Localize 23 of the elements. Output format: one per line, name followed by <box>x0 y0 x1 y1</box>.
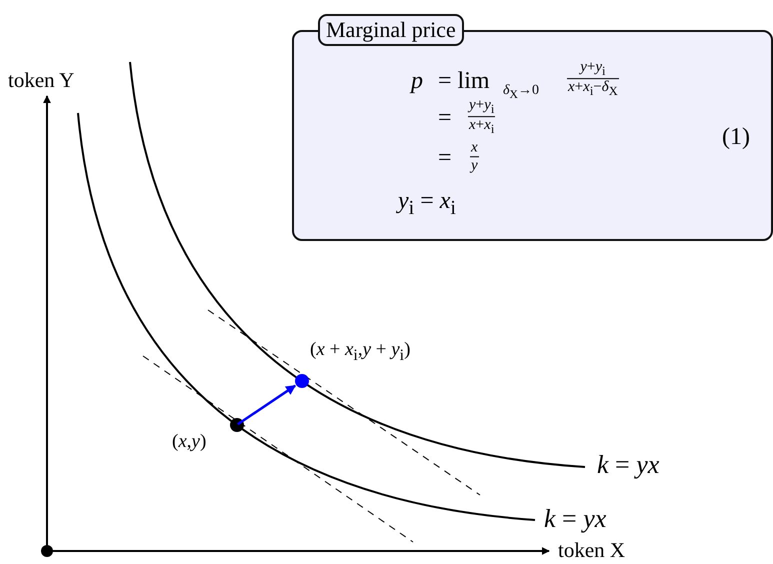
curve-label: k = yx <box>544 506 606 532</box>
point-marker <box>294 374 309 388</box>
formula-text: = lim <box>438 69 490 93</box>
point-marker <box>230 418 244 432</box>
formula-text: p <box>411 69 423 93</box>
formula-text: = <box>438 106 452 130</box>
formula-text: = <box>438 146 452 170</box>
point-label: (x,y) <box>172 432 206 451</box>
axis-label: token Y <box>8 70 74 91</box>
fraction-denominator: x+x$_{i}$ <box>468 118 496 137</box>
curve-label: k = yx <box>597 452 660 478</box>
panel-heading: Marginal price <box>318 14 464 46</box>
fraction-numerator: x <box>470 139 479 158</box>
subscript-text: δ$_{X}$→0 <box>503 84 539 100</box>
fraction-denominator: x+x$_{i}$−δ$_{X}$ <box>567 80 619 99</box>
fraction-numerator: y+y$_{i}$ <box>468 97 496 118</box>
equation-number: (1) <box>722 125 750 149</box>
point-label: (x + x$_{i}$,y + y$_{i}$) <box>310 340 410 364</box>
axis-label: token X <box>558 540 626 561</box>
arrow <box>237 384 296 426</box>
fraction-numerator: y+y$_{i}$ <box>567 59 619 80</box>
formula-text: y$_{i}$ = x$_{i}$ <box>398 189 456 218</box>
fraction-denominator: y <box>470 158 479 175</box>
